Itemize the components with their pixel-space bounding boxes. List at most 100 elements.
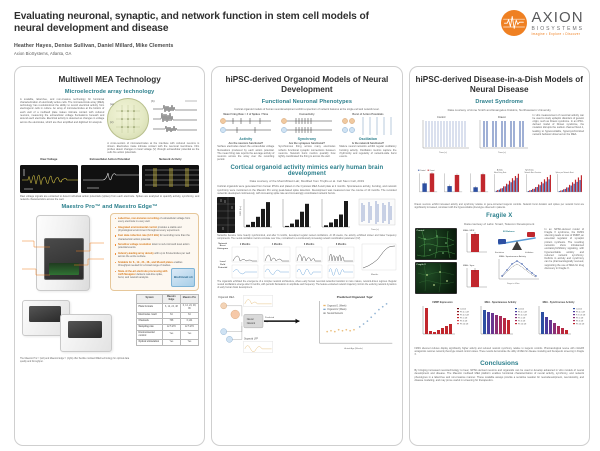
svg-text:Network: Network bbox=[247, 322, 256, 325]
ml-schematic-icon: Organoid MEA Neural Network Predicted Ag… bbox=[218, 295, 300, 354]
cell: Yes bbox=[162, 329, 181, 340]
phenotype-columns: Mean Firing Rate = # of Spikes / Time bbox=[217, 113, 396, 162]
maestro-pro-body bbox=[36, 214, 90, 291]
maestro-edge-device-image bbox=[20, 294, 132, 356]
dravet-body-text: In vitro measurement of neuronal activit… bbox=[532, 113, 585, 136]
column-multiwell-mea: Multiwell MEA Technology Microelectrode … bbox=[14, 66, 206, 446]
panel-network-activity-image bbox=[141, 164, 200, 193]
timepoint-cell-1: 2 Months bbox=[230, 243, 260, 280]
organoid-fig-caption: Networks became more heavily synchronize… bbox=[217, 234, 397, 240]
column2-title: hiPSC-derived Organoid Models of Neural … bbox=[225, 75, 389, 94]
chart-synchrony-index bbox=[316, 197, 352, 233]
svg-text:Organoid 2 (Week): Organoid 2 (Week) bbox=[328, 308, 347, 311]
phenotype-activity: Mean Firing Rate = # of Spikes / Time bbox=[217, 113, 274, 162]
phenotype-oscillation-diagram bbox=[339, 116, 396, 136]
svg-text:FX 0.3 uM: FX 0.3 uM bbox=[518, 314, 527, 316]
micrograph-disease-label: Fragile X bbox=[416, 263, 426, 266]
feature-bold-2: Fast data collection rate (12.5 kHz) bbox=[118, 234, 159, 238]
conclusions-section: Conclusions By bringing increased neurot… bbox=[415, 360, 585, 382]
svg-text:MFR (Hz): MFR (Hz) bbox=[240, 206, 242, 216]
feature-bold-1: Integrated environmental control bbox=[118, 225, 158, 229]
panel-raw-voltage-label: Raw Voltage bbox=[40, 156, 58, 161]
axion-logo: AXION BIOSYSTEMS Imagine • Explore • Dis… bbox=[501, 8, 590, 37]
chart-dravet-burst-duration-timecourse: Synchrony Network Burst Duration bbox=[524, 169, 551, 192]
phenotype-metric-0: Mean Firing Rate = # of Spikes / Time bbox=[223, 112, 269, 116]
cell: Plate formats bbox=[135, 302, 164, 313]
organoid-growth-curve: Months bbox=[358, 243, 398, 280]
chart-dravet-mfr: Control Dravet bbox=[417, 168, 437, 192]
ei-balance-seesaw: E/I Balance Excitation Inhibition bbox=[493, 228, 541, 254]
svg-text:Organoid MEA: Organoid MEA bbox=[218, 296, 235, 299]
timepoint-cell-4: 8 Months bbox=[326, 243, 356, 280]
svg-text:Control: Control bbox=[576, 307, 583, 310]
section-dravet-title: Dravet Syndrome bbox=[475, 99, 524, 105]
cell: Optical stimulation bbox=[135, 338, 164, 346]
feature-bold-5: Scalable for 6-, 12-, 24-, 48-, and 96-w… bbox=[118, 260, 173, 264]
svg-text:Dravet: Dravet bbox=[498, 115, 506, 119]
column3-title: hiPSC-derived Disease-in-a-Dish Models o… bbox=[415, 75, 583, 94]
svg-text:Network Burst Duration: Network Burst Duration bbox=[524, 171, 541, 174]
chart-dravet-spikes-per-burst bbox=[470, 172, 488, 192]
dravet-raster-control: Control Time (s) bbox=[415, 114, 471, 161]
svg-text:Organoid 1 (Week): Organoid 1 (Week) bbox=[328, 305, 347, 308]
poster-columns: Multiwell MEA Technology Microelectrode … bbox=[14, 66, 590, 446]
panel-caption: Raw voltage signals are extracted to det… bbox=[20, 194, 200, 201]
panel-action-potential-label: Extracellular Action Potential bbox=[89, 156, 130, 161]
svg-text:FX 3 uM: FX 3 uM bbox=[518, 320, 526, 322]
phenotype-oscillation: Burst of Action Potentials bbox=[339, 113, 396, 162]
fragilex-bar-charts: FMRP Expression bbox=[415, 301, 585, 347]
list-item: State-of-the-art electrode processing wi… bbox=[114, 270, 168, 280]
svg-text:E/I Balance: E/I Balance bbox=[503, 231, 515, 233]
svg-text:Organoid LFP: Organoid LFP bbox=[244, 337, 259, 340]
svg-text:FX 0.1 uM: FX 0.1 uM bbox=[518, 311, 527, 313]
column-organoid-models: hiPSC-derived Organoid Models of Neural … bbox=[211, 66, 403, 446]
chart-network-oscillation: Time (s) bbox=[355, 197, 397, 233]
edge-unit-back-screen bbox=[29, 305, 61, 322]
svg-text:FX 1 uM: FX 1 uM bbox=[518, 317, 526, 319]
table-col-header-1: Maestro Edge bbox=[162, 293, 181, 304]
section-cortical-organoid-title: Cortical organoid activity mimics early … bbox=[230, 164, 384, 177]
logo-tagline: Imagine • Explore • Discover bbox=[531, 32, 581, 36]
poster-header: Evaluating neuronal, synaptic, and netwo… bbox=[14, 8, 590, 66]
column-disease-models: hiPSC-derived Disease-in-a-Dish Models o… bbox=[408, 66, 590, 446]
phenotype-question-2: Is the network functional? bbox=[351, 142, 385, 146]
phenotype-text-0: Surface electrodes detect the extracellu… bbox=[217, 145, 275, 162]
svg-text:FX 0.1 uM: FX 0.1 uM bbox=[576, 311, 585, 313]
panel-action-potential-image bbox=[80, 164, 139, 193]
phenotypes-intro: Cortical organoid models of human neurod… bbox=[234, 107, 380, 111]
svg-text:Synchrony: Synchrony bbox=[525, 169, 533, 171]
signal-panels: Raw Voltage Extracellular Action Potenti… bbox=[20, 156, 200, 193]
feature-text-2: for recording more than the characterist… bbox=[118, 234, 190, 241]
organoid-raster-image bbox=[217, 197, 235, 234]
chart-mean-firing-rate: MFR (Hz) bbox=[238, 197, 274, 233]
mea-trace-traces: (b) bbox=[151, 98, 201, 140]
phenotype-text-2: Mature neural networks exhibit regular o… bbox=[339, 145, 397, 159]
phenotype-activity-diagram bbox=[217, 116, 274, 136]
svg-text:Time (s): Time (s) bbox=[498, 152, 506, 154]
fragilex-body-text: In an hiPSC-derived model of Fragile X s… bbox=[544, 227, 584, 271]
chart-dravet-burst-duration bbox=[444, 172, 463, 192]
conclusions-title: Conclusions bbox=[480, 360, 519, 367]
cell: Yes bbox=[179, 338, 200, 346]
panel-action-potential: Extracellular Action Potential bbox=[80, 156, 139, 193]
cell: Yes bbox=[179, 329, 200, 340]
feature-text-0: of extracellular voltage from every elec… bbox=[118, 216, 191, 223]
microelectrode-body-text: A scalable, label-free, and non-invasive… bbox=[20, 97, 105, 124]
feature-text-4: with up to 64 electrodes per well across… bbox=[118, 251, 191, 259]
fragilex-micrograph-control: Control bbox=[414, 227, 457, 260]
phenotype-synchrony: Connectivity bbox=[278, 113, 335, 162]
chart-predicted-organoid-age: Predicted Organoid 'Age' Organoid bbox=[319, 295, 393, 350]
panel-raw-voltage-image bbox=[20, 164, 78, 193]
maestro-pro-device-image bbox=[20, 213, 106, 291]
fragilex-credit: Data courtesy of Labs: Smart, Telecom De… bbox=[464, 221, 535, 226]
panel-network-activity: Network Activity bbox=[141, 157, 200, 193]
cortical-organoid-body: Cortical organoids were generated from h… bbox=[217, 185, 397, 195]
chart-mea-spontaneous-activity: Control FX 0.1 uM FX 0.3 uM FX 1 uM FX 3… bbox=[480, 305, 527, 334]
svg-text:FX 0.3 uM: FX 0.3 uM bbox=[460, 314, 469, 316]
dravet-figure-row: Control Time (s) bbox=[415, 113, 585, 161]
panel-raw-voltage: Raw Voltage bbox=[20, 156, 78, 193]
svg-text:Months: Months bbox=[371, 273, 379, 276]
